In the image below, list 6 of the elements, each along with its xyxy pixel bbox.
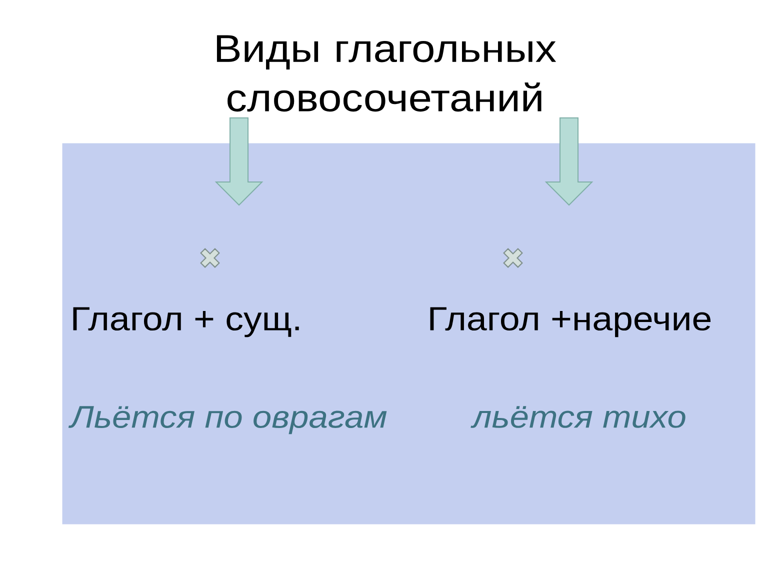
panel — [62, 143, 756, 524]
category-text: Глагол +наречие льётся тихо — [430, 307, 711, 428]
arrow — [544, 117, 594, 206]
arrow — [214, 117, 264, 206]
title: Виды глагольных словосочетаний — [216, 35, 556, 112]
category-text: Глагол + сущ. Льётся по оврагам — [68, 307, 387, 434]
